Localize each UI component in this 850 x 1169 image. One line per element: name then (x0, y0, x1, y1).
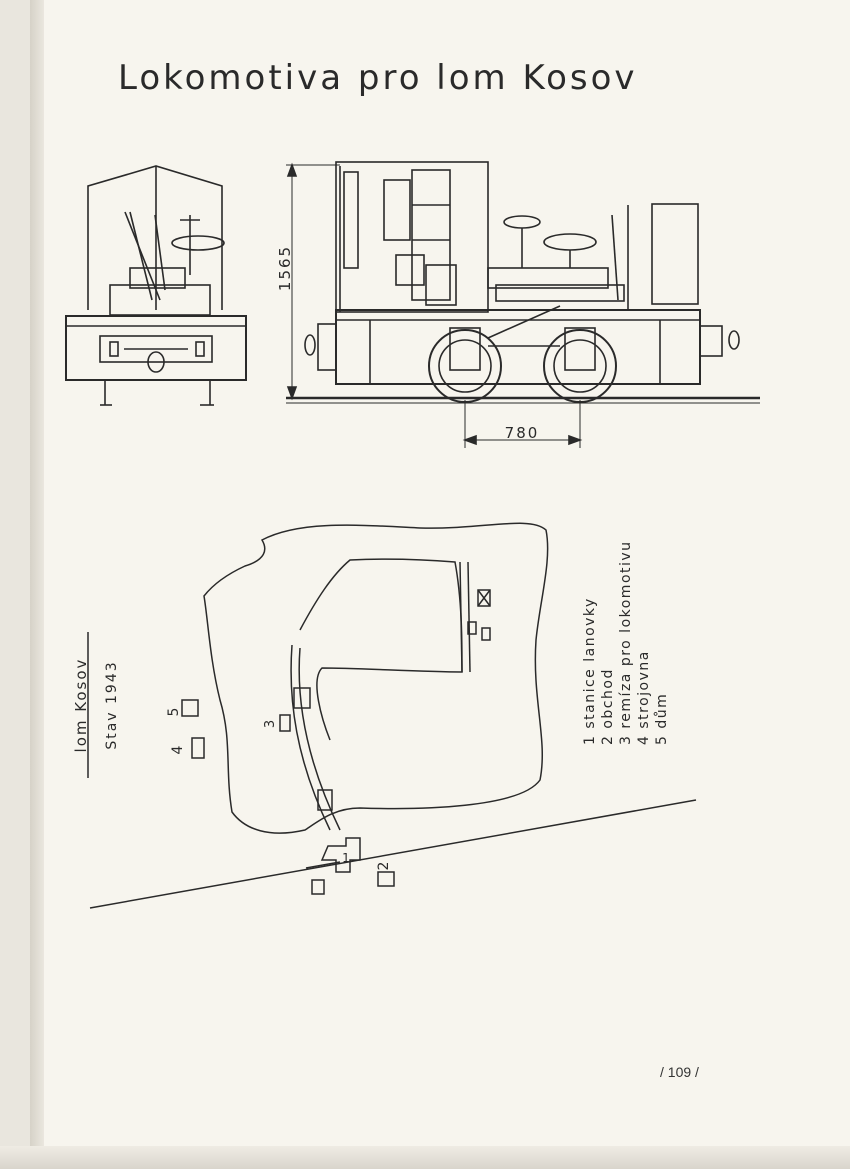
map-caption-subtitle: Stav 1943 (104, 660, 120, 749)
map-marker-5: 5 (166, 708, 182, 717)
site-map (87, 522, 697, 909)
legend-item-2: 2 obchod (600, 668, 616, 745)
map-caption-title: lom Kosov (72, 658, 90, 753)
legend-item-3: 3 remíza pro lokomotivu (618, 540, 634, 745)
page-title: Lokomotiva pro lom Kosov (118, 58, 638, 98)
map-marker-1: 1 (342, 851, 350, 865)
height-dimension-label: 1565 (276, 245, 294, 291)
page-gutter-shadow (30, 0, 48, 1169)
wheelbase-dimension-label: 780 (505, 424, 540, 442)
page (44, 0, 850, 1169)
locomotive-side-view (286, 161, 760, 448)
locomotive-front-view (65, 165, 247, 406)
map-marker-4: 4 (170, 745, 186, 754)
legend-item-1: 1 stanice lanovky (582, 597, 598, 745)
page-number: / 109 / (660, 1064, 699, 1080)
page-bottom-edge (0, 1146, 850, 1169)
legend-item-4: 4 strojovna (636, 650, 652, 745)
legend-item-5: 5 dům (654, 693, 670, 745)
map-marker-3: 3 (263, 720, 278, 728)
map-marker-2: 2 (376, 862, 392, 871)
